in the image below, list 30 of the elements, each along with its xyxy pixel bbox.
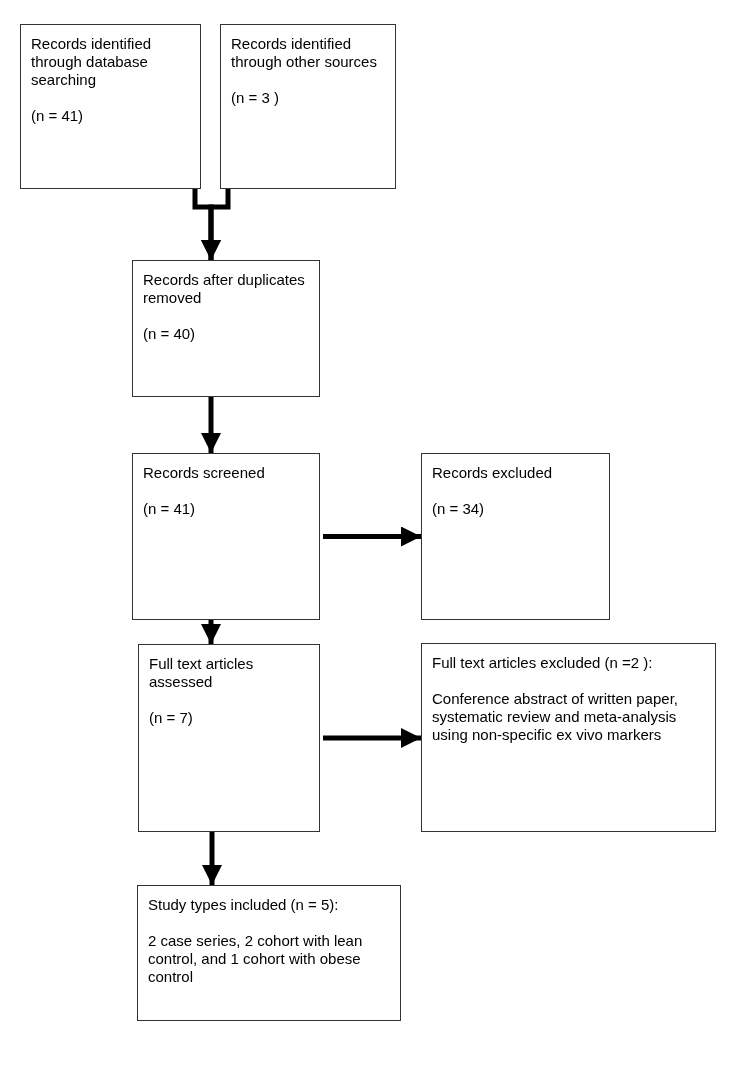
box-text: (n = 40) bbox=[143, 325, 197, 343]
arrow bbox=[201, 397, 221, 453]
box-heading: Records identified through database searching bbox=[31, 35, 153, 89]
box-text: (n = 34) bbox=[432, 500, 486, 518]
process-box bbox=[220, 24, 396, 189]
arrow bbox=[201, 620, 221, 644]
box-heading: Full text articles excluded (n =2 ): bbox=[432, 654, 654, 672]
arrow bbox=[201, 189, 231, 260]
box-text: Conference abstract of written paper, systematic review and meta-analysis using non-specific ex vivo markers bbox=[432, 690, 679, 744]
process-box bbox=[20, 24, 201, 189]
box-text: (n = 3 ) bbox=[231, 89, 280, 107]
box-heading: Records after duplicates removed bbox=[143, 271, 306, 307]
process-box bbox=[421, 453, 610, 620]
box-heading: Full text articles assessed bbox=[149, 655, 255, 691]
process-box bbox=[138, 644, 320, 832]
box-heading: Study types included (n = 5): bbox=[148, 896, 340, 914]
process-box bbox=[132, 453, 320, 620]
box-heading: Records identified through other sources bbox=[231, 35, 378, 71]
arrow bbox=[202, 832, 222, 885]
box-heading: Records excluded bbox=[432, 464, 554, 482]
box-text: (n = 7) bbox=[149, 709, 194, 727]
process-box bbox=[137, 885, 401, 1021]
box-text: (n = 41) bbox=[31, 107, 85, 125]
process-box bbox=[132, 260, 320, 397]
box-heading: Records screened bbox=[143, 464, 266, 482]
process-box bbox=[421, 643, 716, 832]
box-text: 2 case series, 2 cohort with lean control, and 1 cohort with obese control bbox=[148, 932, 364, 986]
arrow bbox=[323, 728, 421, 748]
arrow bbox=[323, 526, 421, 547]
box-text: (n = 41) bbox=[143, 500, 197, 518]
